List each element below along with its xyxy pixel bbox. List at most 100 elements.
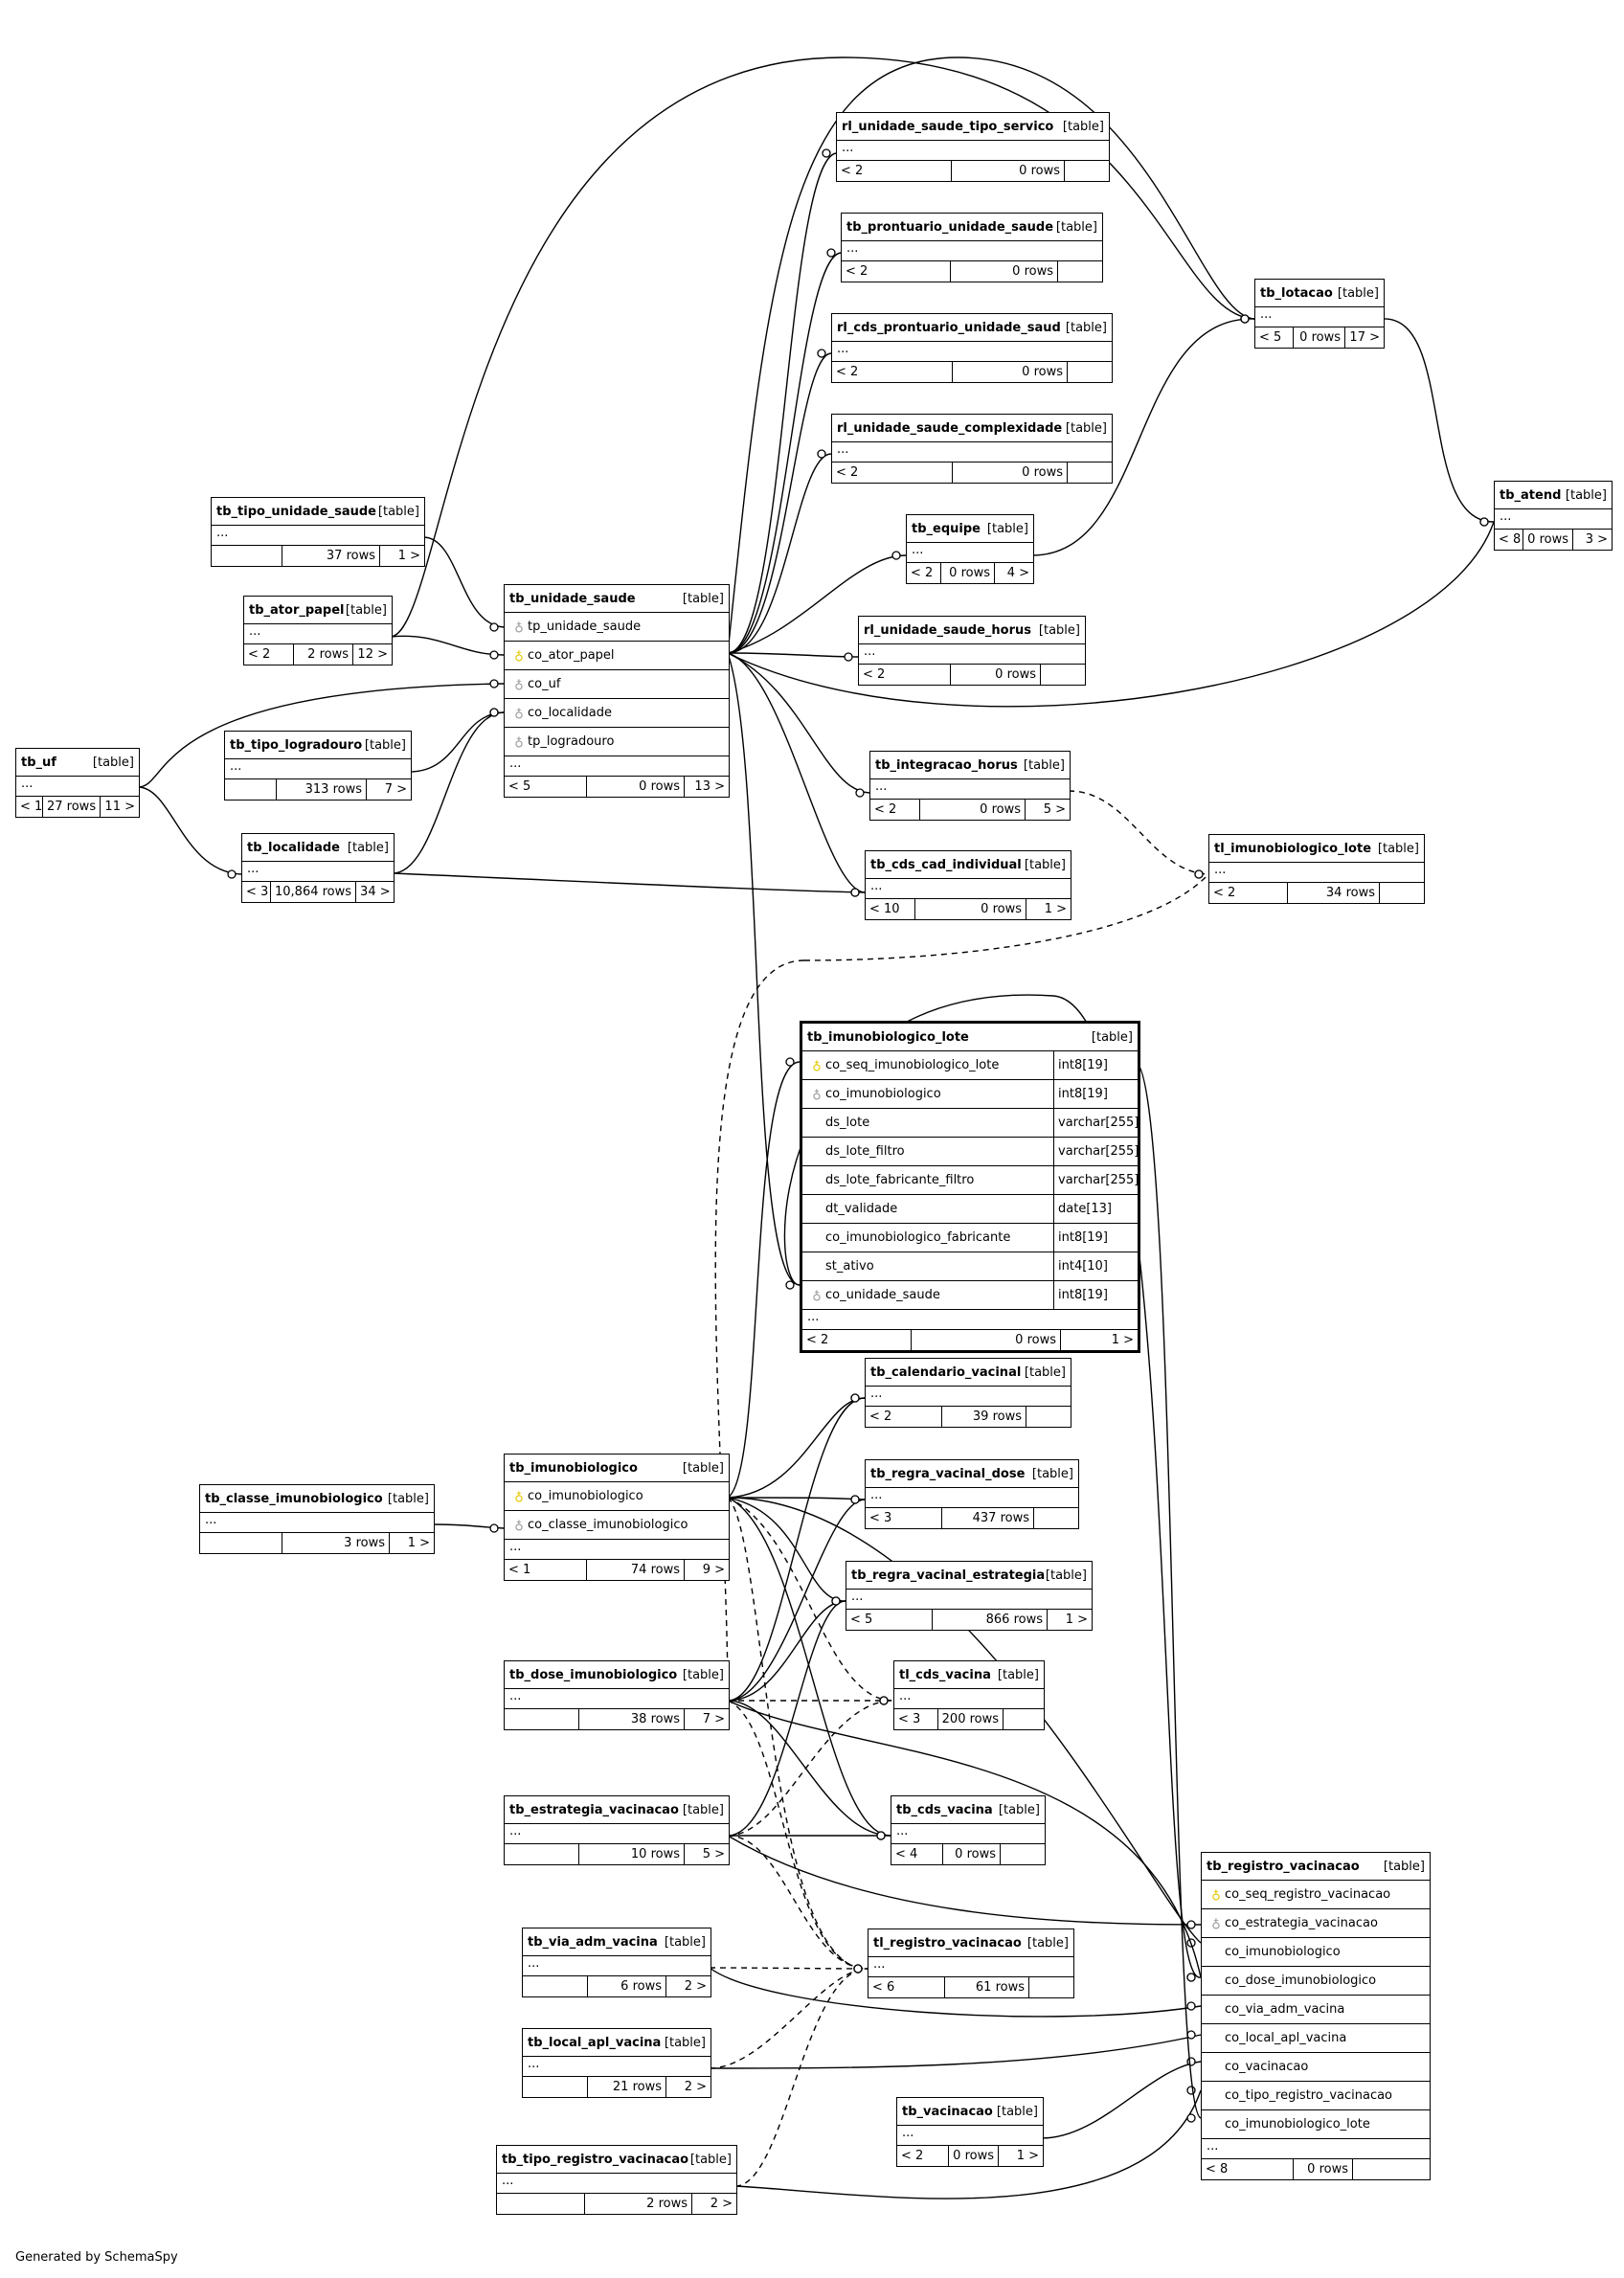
table-name[interactable]: tb_cds_cad_individual [870, 857, 1022, 872]
table-name[interactable]: tb_tipo_unidade_saude [216, 504, 376, 519]
table-header[interactable]: tb_imunobiologico[table] [505, 1455, 729, 1482]
table-tb-us[interactable]: tb_unidade_saude[table]♀tp_unidade_saude… [504, 584, 730, 798]
table-header[interactable]: tb_tipo_registro_vacinacao[table] [497, 2146, 736, 2174]
parents-link[interactable] [200, 1533, 282, 1553]
table-name[interactable]: tb_unidade_saude [509, 591, 636, 606]
parents-link[interactable] [523, 2077, 588, 2097]
children-link[interactable] [1065, 161, 1109, 181]
parents-link[interactable] [225, 779, 277, 800]
table-name[interactable]: tl_registro_vacinacao [873, 1935, 1022, 1951]
children-link[interactable]: 1 > [1016, 2149, 1039, 2163]
table-rl-usc[interactable]: rl_unidade_saude_complexidade[table]...<… [831, 414, 1113, 484]
table-header[interactable]: tb_ator_papel[table] [244, 597, 392, 624]
children-link[interactable]: 2 > [710, 2197, 733, 2211]
table-name[interactable]: tb_equipe [912, 521, 981, 536]
column-row[interactable]: co_tipo_registro_vacinacao [1202, 2082, 1430, 2110]
table-header[interactable]: tb_atend[table] [1495, 482, 1612, 509]
table-header[interactable]: tb_unidade_saude[table] [505, 585, 729, 613]
table-name[interactable]: tb_via_adm_vacina [528, 1934, 658, 1950]
children-link[interactable] [1004, 1709, 1044, 1729]
table-name[interactable]: tb_imunobiologico [509, 1460, 638, 1476]
table-header[interactable]: tb_tipo_unidade_saude[table] [212, 498, 424, 526]
children-link[interactable] [1068, 462, 1112, 483]
table-header[interactable]: tb_dose_imunobiologico[table] [505, 1661, 729, 1689]
table-name[interactable]: tb_integracao_horus [875, 757, 1018, 773]
children-link[interactable]: 3 > [1585, 532, 1608, 547]
table-tb-im[interactable]: tb_imunobiologico[table]♀co_imunobiologi… [504, 1454, 730, 1581]
table-header[interactable]: tb_cds_vacina[table] [891, 1796, 1045, 1824]
parents-link[interactable]: < 2 [897, 2146, 949, 2166]
table-header[interactable]: tb_via_adm_vacina[table] [523, 1928, 710, 1956]
parents-link[interactable]: < 5 [505, 777, 587, 797]
children-link[interactable] [1001, 1844, 1045, 1864]
table-name[interactable]: rl_unidade_saude_horus [864, 622, 1032, 638]
children-link[interactable] [1058, 261, 1102, 282]
table-header[interactable]: tl_imunobiologico_lote[table] [1209, 835, 1424, 863]
children-link[interactable]: 2 > [684, 1979, 707, 1994]
table-name[interactable]: tb_local_apl_vacina [528, 2035, 662, 2050]
parents-link[interactable]: < 6 [868, 1977, 945, 1997]
table-header[interactable]: rl_unidade_saude_horus[table] [859, 617, 1085, 644]
table-name[interactable]: tb_estrategia_vacinacao [509, 1802, 679, 1817]
children-link[interactable]: 9 > [702, 1563, 725, 1577]
table-header[interactable]: tb_prontuario_unidade_saude[table] [842, 214, 1102, 241]
parents-link[interactable]: < 4 [891, 1844, 943, 1864]
table-header[interactable]: tb_local_apl_vacina[table] [523, 2029, 710, 2057]
table-header[interactable]: tb_calendario_vacinal[table] [866, 1359, 1071, 1387]
table-header[interactable]: tb_localidade[table] [242, 834, 394, 862]
table-name[interactable]: rl_unidade_saude_complexidade [837, 420, 1063, 436]
children-link[interactable]: 5 > [1043, 802, 1066, 817]
table-name[interactable]: tb_atend [1500, 487, 1562, 503]
parents-link[interactable]: < 2 [907, 563, 941, 583]
table-header[interactable]: rl_unidade_saude_tipo_servico[table] [837, 113, 1109, 141]
column-row[interactable]: ♀co_classe_imunobiologico [505, 1511, 729, 1540]
children-link[interactable] [1353, 2159, 1430, 2179]
parents-link[interactable]: < 3 [866, 1508, 942, 1528]
column-row[interactable]: ♀co_seq_registro_vacinacao [1202, 1881, 1430, 1909]
parents-link[interactable]: < 8 [1202, 2159, 1294, 2179]
children-link[interactable]: 1 > [1044, 902, 1067, 916]
children-link[interactable]: 34 > [360, 885, 391, 899]
parents-link[interactable]: < 2 [832, 362, 953, 382]
table-name[interactable]: tb_cds_vacina [896, 1802, 993, 1817]
parents-link[interactable]: < 2 [837, 161, 952, 181]
column-row[interactable]: co_vacinacao [1202, 2053, 1430, 2082]
table-name[interactable]: tb_dose_imunobiologico [509, 1667, 678, 1682]
parents-link[interactable]: < 10 [866, 899, 915, 919]
children-link[interactable] [1034, 1508, 1078, 1528]
table-header[interactable]: rl_cds_prontuario_unidade_saud[table] [832, 314, 1112, 342]
table-header[interactable]: tb_lotacao[table] [1255, 280, 1384, 307]
children-link[interactable]: 1 > [1065, 1613, 1088, 1627]
table-header[interactable]: tb_regra_vacinal_dose[table] [866, 1460, 1078, 1488]
column-row[interactable]: ♀co_ator_papel [505, 642, 729, 670]
parents-link[interactable]: < 2 [866, 1407, 942, 1427]
table-tb-rve[interactable]: tb_regra_vacinal_estrategia[table]...< 5… [846, 1561, 1093, 1631]
column-row[interactable]: ♀tp_unidade_saude [505, 613, 729, 642]
table-header[interactable]: tb_uf[table] [16, 749, 139, 777]
parents-link[interactable]: < 5 [1255, 327, 1294, 348]
parents-link[interactable] [497, 2194, 585, 2214]
column-row[interactable]: co_imunobiologico_lote [1202, 2110, 1430, 2139]
table-name[interactable]: tb_regra_vacinal_dose [870, 1466, 1026, 1481]
table-header[interactable]: tl_cds_vacina[table] [894, 1661, 1044, 1689]
children-link[interactable]: 7 > [384, 782, 407, 797]
parents-link[interactable]: < 2 [802, 1330, 912, 1350]
children-link[interactable]: 5 > [702, 1847, 725, 1861]
table-rl-ust[interactable]: rl_unidade_saude_tipo_servico[table]...<… [836, 112, 1110, 182]
parents-link[interactable]: < 2 [842, 261, 951, 282]
table-header[interactable]: tb_vacinacao[table] [897, 2098, 1043, 2126]
